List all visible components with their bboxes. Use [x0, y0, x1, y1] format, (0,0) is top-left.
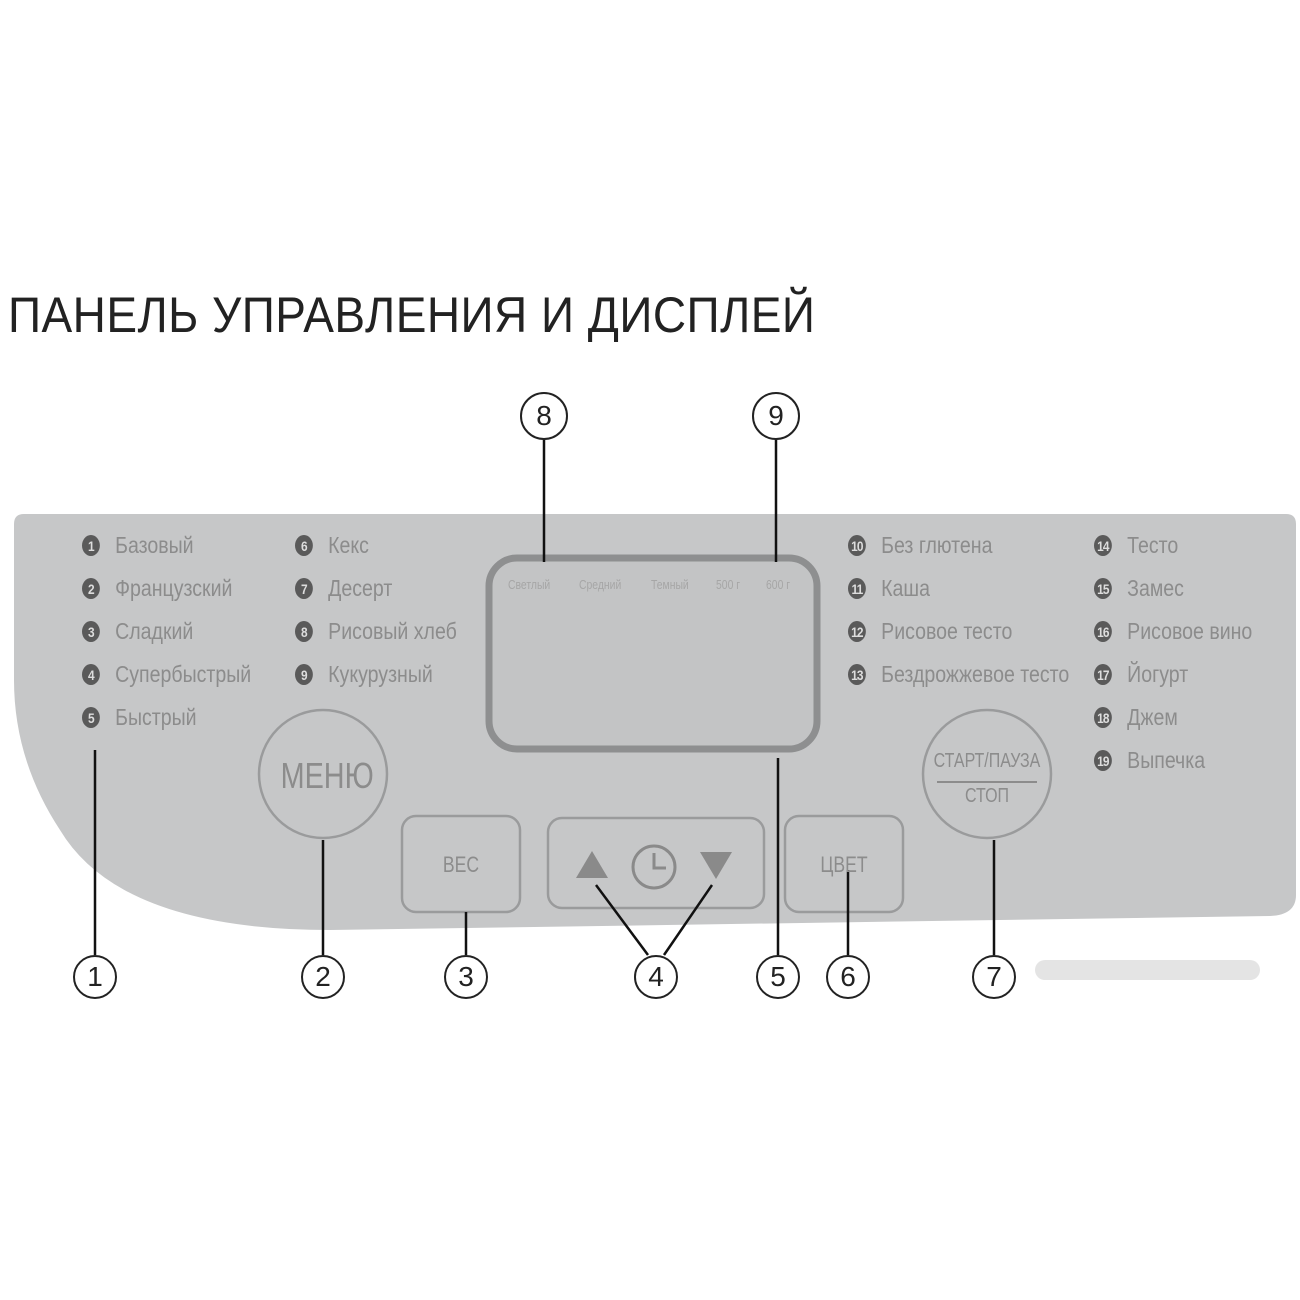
program-number: 14 — [1094, 535, 1112, 556]
program-7: 7 Десерт — [295, 575, 392, 602]
program-19: 19 Выпечка — [1094, 747, 1205, 774]
display-weight-500: 500 г — [716, 577, 741, 592]
program-18: 18 Джем — [1094, 704, 1178, 731]
program-9: 9 Кукурузный — [295, 661, 433, 688]
callout-5: 5 — [756, 955, 800, 999]
up-arrow-icon — [576, 851, 608, 878]
program-number: 16 — [1094, 621, 1112, 642]
program-12: 12 Рисовое тесто — [848, 618, 1012, 645]
menu-button — [257, 708, 389, 840]
callout-4: 4 — [634, 955, 678, 999]
start-pause-label[interactable]: СТАРТ/ПАУЗА — [933, 750, 1041, 772]
leader-lines — [93, 438, 996, 956]
program-label: Рисовый хлеб — [328, 618, 457, 644]
timer-buttons — [546, 816, 766, 910]
program-number: 15 — [1094, 578, 1112, 599]
stop-label[interactable]: СТОП — [964, 785, 1010, 807]
program-16: 16 Рисовое вино — [1094, 618, 1252, 645]
program-label: Базовый — [115, 532, 194, 558]
program-number: 7 — [295, 578, 313, 599]
program-number: 13 — [848, 664, 866, 685]
program-label: Супербыстрый — [115, 661, 252, 687]
callout-2: 2 — [301, 955, 345, 999]
weight-label[interactable]: ВЕС — [442, 852, 480, 877]
program-number: 18 — [1094, 707, 1112, 728]
program-label: Бездрожжевое тесто — [881, 661, 1070, 687]
down-arrow-icon — [700, 852, 732, 879]
display-screen — [485, 554, 821, 753]
program-2: 2 Французский — [82, 575, 232, 602]
program-3: 3 Сладкий — [82, 618, 193, 645]
program-8: 8 Рисовый хлеб — [295, 618, 457, 645]
program-label: Джем — [1127, 704, 1178, 730]
program-label: Французский — [115, 575, 233, 601]
program-14: 14 Тесто — [1094, 532, 1178, 559]
program-number: 11 — [848, 578, 866, 599]
program-number: 9 — [295, 664, 313, 685]
program-label: Каша — [881, 575, 930, 601]
program-number: 4 — [82, 664, 100, 685]
program-label: Замес — [1127, 575, 1184, 601]
program-number: 17 — [1094, 664, 1112, 685]
program-label: Кекс — [328, 532, 369, 558]
program-11: 11 Каша — [848, 575, 930, 602]
program-label: Выпечка — [1127, 747, 1206, 773]
callout-7: 7 — [972, 955, 1016, 999]
program-4: 4 Супербыстрый — [82, 661, 251, 688]
program-number: 12 — [848, 621, 866, 642]
program-number: 10 — [848, 535, 866, 556]
menu-label[interactable]: МЕНЮ — [280, 755, 374, 796]
program-label: Тесто — [1127, 532, 1179, 558]
program-number: 5 — [82, 707, 100, 728]
program-number: 19 — [1094, 750, 1112, 771]
program-15: 15 Замес — [1094, 575, 1184, 602]
clock-icon — [631, 844, 677, 890]
start-pause-button — [921, 708, 1053, 840]
display-crust-light: Светлый — [508, 577, 551, 592]
display-weight-600: 600 г — [766, 577, 791, 592]
callout-9: 9 — [752, 392, 800, 440]
page-title: ПАНЕЛЬ УПРАВЛЕНИЯ И ДИСПЛЕЙ — [8, 287, 816, 343]
callout-8: 8 — [520, 392, 568, 440]
callout-1: 1 — [73, 955, 117, 999]
program-13: 13 Бездрожжевое тесто — [848, 661, 1069, 688]
callout-6: 6 — [826, 955, 870, 999]
display-crust-medium: Средний — [579, 577, 622, 592]
program-number: 6 — [295, 535, 313, 556]
display-crust-dark: Темный — [651, 577, 689, 592]
program-17: 17 Йогурт — [1094, 661, 1188, 688]
program-5: 5 Быстрый — [82, 704, 197, 731]
program-number: 2 — [82, 578, 100, 599]
program-label: Без глютена — [881, 532, 993, 558]
program-number: 8 — [295, 621, 313, 642]
callout-3: 3 — [444, 955, 488, 999]
program-label: Быстрый — [115, 704, 197, 730]
program-label: Рисовое вино — [1127, 618, 1253, 644]
program-label: Йогурт — [1127, 661, 1189, 687]
weight-button — [400, 814, 522, 914]
program-10: 10 Без глютена — [848, 532, 992, 559]
color-button — [783, 814, 905, 914]
program-label: Сладкий — [115, 618, 194, 644]
program-label: Десерт — [328, 575, 393, 601]
program-1: 1 Базовый — [82, 532, 194, 559]
color-label[interactable]: ЦВЕТ — [820, 852, 868, 877]
program-number: 3 — [82, 621, 100, 642]
program-number: 1 — [82, 535, 100, 556]
program-label: Кукурузный — [328, 661, 433, 687]
program-6: 6 Кекс — [295, 532, 369, 559]
blurred-watermark — [1035, 960, 1260, 980]
program-label: Рисовое тесто — [881, 618, 1013, 644]
